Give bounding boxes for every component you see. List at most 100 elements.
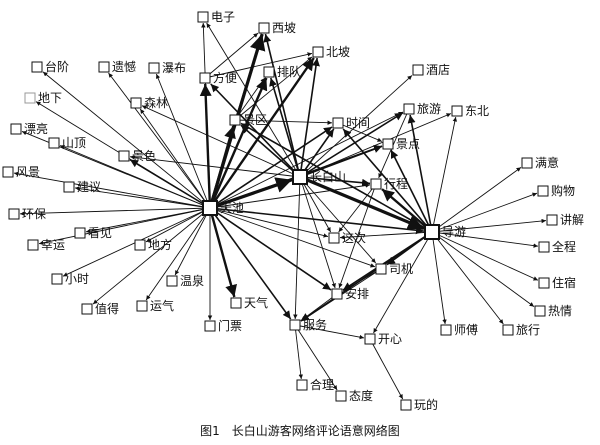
node-这次: 这次 (328, 230, 366, 245)
node-台阶: 台阶 (31, 59, 69, 74)
node-电子: 电子 (197, 10, 235, 24)
edge-天池-这次 (209, 207, 329, 238)
edge-长白山-服务 (293, 176, 301, 320)
edge-天池-台阶 (42, 71, 211, 209)
edge-长白山-森林 (141, 105, 301, 178)
edge-导游-东北 (431, 116, 458, 233)
edge-导游-旅行 (431, 231, 504, 325)
node-label: 态度 (349, 388, 373, 403)
edge-天池-导游 (209, 207, 425, 235)
node-box (451, 105, 463, 117)
edge-导游-旅游 (407, 114, 433, 233)
edge-导游-讲解 (431, 218, 547, 233)
node-值得: 值得 (81, 301, 119, 316)
node-label: 司机 (389, 262, 413, 276)
edge-导游-住宿 (431, 231, 539, 281)
node-box (74, 227, 86, 239)
node-山顶: 山顶 (48, 136, 86, 150)
node-label: 时间 (346, 116, 370, 130)
edge-导游-热情 (431, 231, 535, 307)
edge-长白山-景点 (299, 145, 383, 178)
node-box (440, 324, 452, 336)
node-label: 热情 (548, 304, 572, 318)
node-label: 玩的 (414, 397, 438, 412)
edge-导游-购物 (431, 192, 538, 233)
edge-长白山-排队 (269, 77, 301, 178)
node-排队: 排队 (263, 64, 301, 79)
node-东北: 东北 (451, 104, 489, 118)
node-box (538, 241, 550, 253)
node-开心: 开心 (364, 332, 402, 346)
node-label: 天气 (244, 295, 268, 310)
node-box (134, 239, 146, 251)
node-label: 师傅 (454, 323, 478, 337)
edge-景区-北坡 (234, 56, 313, 121)
node-方便: 方便 (199, 70, 237, 85)
node-旅游: 旅游 (403, 102, 441, 116)
node-label: 西坡 (272, 21, 296, 35)
node-讲解: 讲解 (546, 212, 584, 227)
edge-天池-安排 (209, 207, 332, 291)
edge-景区-时间 (234, 119, 333, 125)
edge-天池-温泉 (174, 207, 211, 276)
node-导游: 导游 (424, 224, 466, 240)
edge-天池-瀑布 (155, 73, 211, 209)
node-box (199, 72, 211, 84)
node-box (204, 320, 216, 332)
edge-天池-行程 (209, 183, 371, 209)
node-热情: 热情 (534, 304, 572, 318)
edge-天池-时间 (209, 126, 333, 209)
edge-天池-排队 (208, 77, 268, 209)
node-森林: 森林 (130, 95, 168, 110)
edge-长白山-行程 (299, 176, 371, 187)
node-label: 长白山 (310, 169, 346, 184)
edge-天池-值得 (92, 207, 211, 305)
edge-长白山-东北 (299, 113, 452, 178)
node-label: 服务 (303, 317, 327, 332)
edge-景区-排队 (234, 77, 266, 121)
node-box (400, 399, 412, 411)
node-长白山: 长白山 (292, 169, 346, 185)
edge-安排-服务 (300, 293, 338, 321)
node-label: 建议 (77, 180, 101, 194)
node-box (382, 138, 394, 150)
node-label: 运气 (150, 298, 174, 313)
edge-景区-西坡 (234, 33, 263, 121)
edge-导游-时间 (342, 128, 433, 233)
node-天池: 天池 (202, 200, 244, 216)
node-label: 景区 (243, 113, 267, 127)
node-label: 行程 (384, 176, 408, 191)
edge-服务-合理 (294, 324, 304, 380)
node-box (118, 150, 130, 162)
edge-天池-服务 (209, 207, 292, 320)
node-box (148, 62, 160, 74)
node-box (263, 66, 275, 78)
node-label: 满意 (535, 155, 559, 170)
edge-长白山-酒店 (299, 75, 413, 178)
figure-caption: 图1 长白山游客网络评论语意网络图 (200, 424, 400, 438)
edge-天池-建议 (74, 186, 211, 209)
node-看见: 看见 (74, 226, 112, 240)
edge-时间-景点 (337, 122, 383, 142)
edge-天池-地方 (145, 207, 211, 243)
node-label: 天池 (220, 201, 244, 215)
node-box (63, 181, 75, 193)
edge-长白山-电子 (206, 22, 301, 178)
node-风景: 风景 (2, 165, 40, 179)
node-幸运: 幸运 (27, 238, 65, 252)
node-box (534, 305, 546, 317)
edge-长白山-方便 (210, 83, 301, 178)
node-label: 瀑布 (162, 61, 186, 75)
node-box (10, 123, 22, 135)
node-label: 方便 (213, 70, 237, 85)
edge-导游-这次 (339, 231, 433, 240)
nodes-layer: 电子西坡北坡台阶遗憾瀑布方便排队酒店地下森林景区时间旅游东北漂亮山顶景点景色长白… (2, 10, 584, 412)
edge-天池-遗憾 (108, 72, 211, 209)
edge-导游-开心 (373, 231, 433, 334)
node-box (166, 275, 178, 287)
node-box (136, 300, 148, 312)
node-label: 开心 (378, 332, 402, 346)
edges-layer (13, 22, 547, 400)
node-box (292, 169, 308, 185)
edge-行程-这次 (338, 183, 377, 233)
